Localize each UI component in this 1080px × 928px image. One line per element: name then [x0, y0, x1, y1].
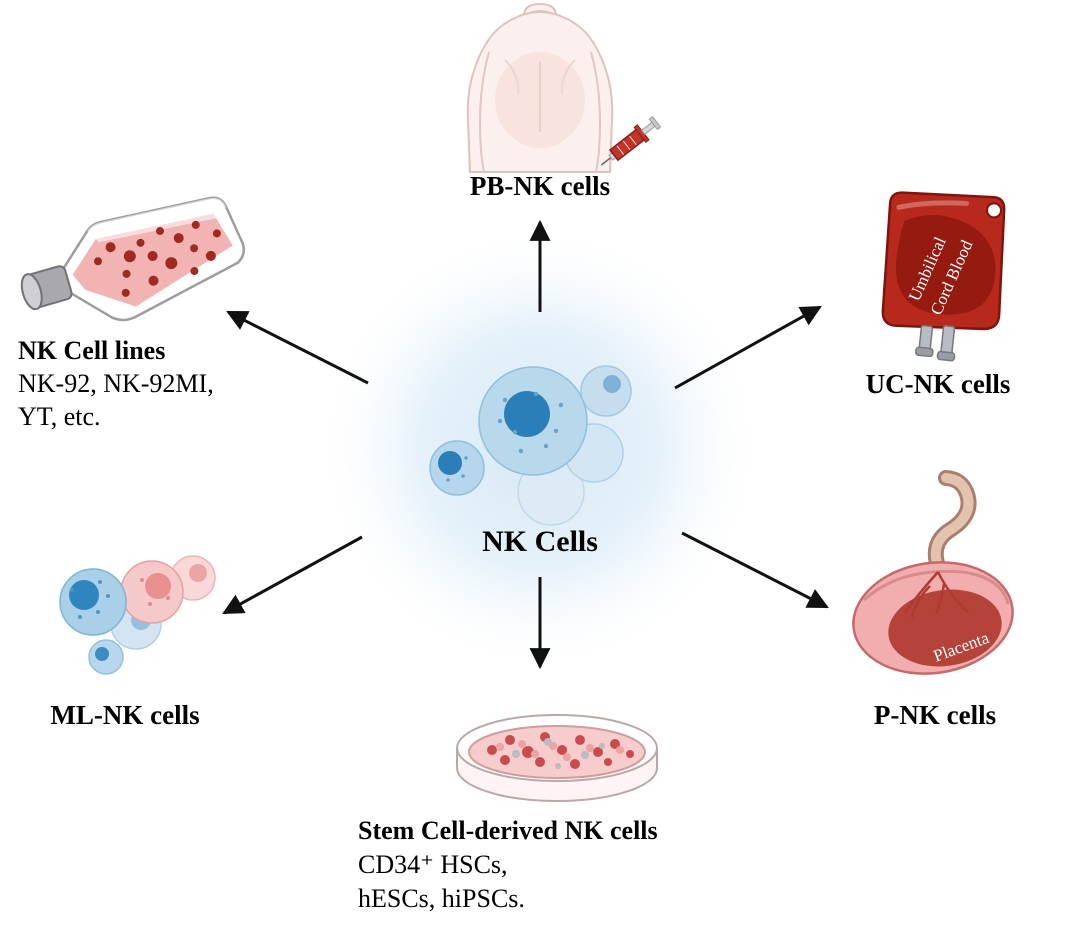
stem-cell-block: Stem Cell-derived NK cells CD34⁺ HSCs, h…	[358, 814, 658, 916]
stem-cell-detail-1: CD34⁺ HSCs,	[358, 850, 508, 879]
ml-nk-label: ML-NK cells	[50, 700, 200, 730]
nk-cells-title: NK Cells	[482, 525, 598, 558]
cell-lines-block: NK Cell lines NK-92, NK-92MI, YT, etc.	[18, 334, 214, 433]
p-nk-label: P-NK cells	[873, 700, 997, 730]
syringe-icon	[600, 116, 662, 166]
cell-lines-detail-2: YT, etc.	[18, 402, 101, 431]
arrow-uc	[674, 305, 822, 390]
pb-nk-label: PB-NK cells	[469, 171, 611, 201]
stem-cell-label: Stem Cell-derived NK cells	[358, 816, 658, 845]
arrow-cell-lines	[226, 310, 369, 385]
blood-bag-icon: Umbilical Cord Blood	[881, 191, 1006, 362]
petri-dish-icon	[456, 714, 658, 802]
stem-cell-detail-2: hESCs, hiPSCs.	[358, 884, 525, 913]
torso-illustration	[466, 2, 614, 173]
cell-lines-label: NK Cell lines	[18, 336, 166, 365]
culture-flask-icon	[20, 196, 246, 322]
arrow-ml	[222, 535, 363, 615]
ml-cells-icon	[59, 555, 216, 675]
placenta-icon: Placenta	[852, 470, 1014, 675]
uc-nk-label: UC-NK cells	[865, 369, 1011, 399]
nk-cells-cluster	[429, 365, 632, 526]
cell-lines-detail-1: NK-92, NK-92MI,	[18, 369, 214, 398]
arrow-placenta	[681, 531, 829, 609]
